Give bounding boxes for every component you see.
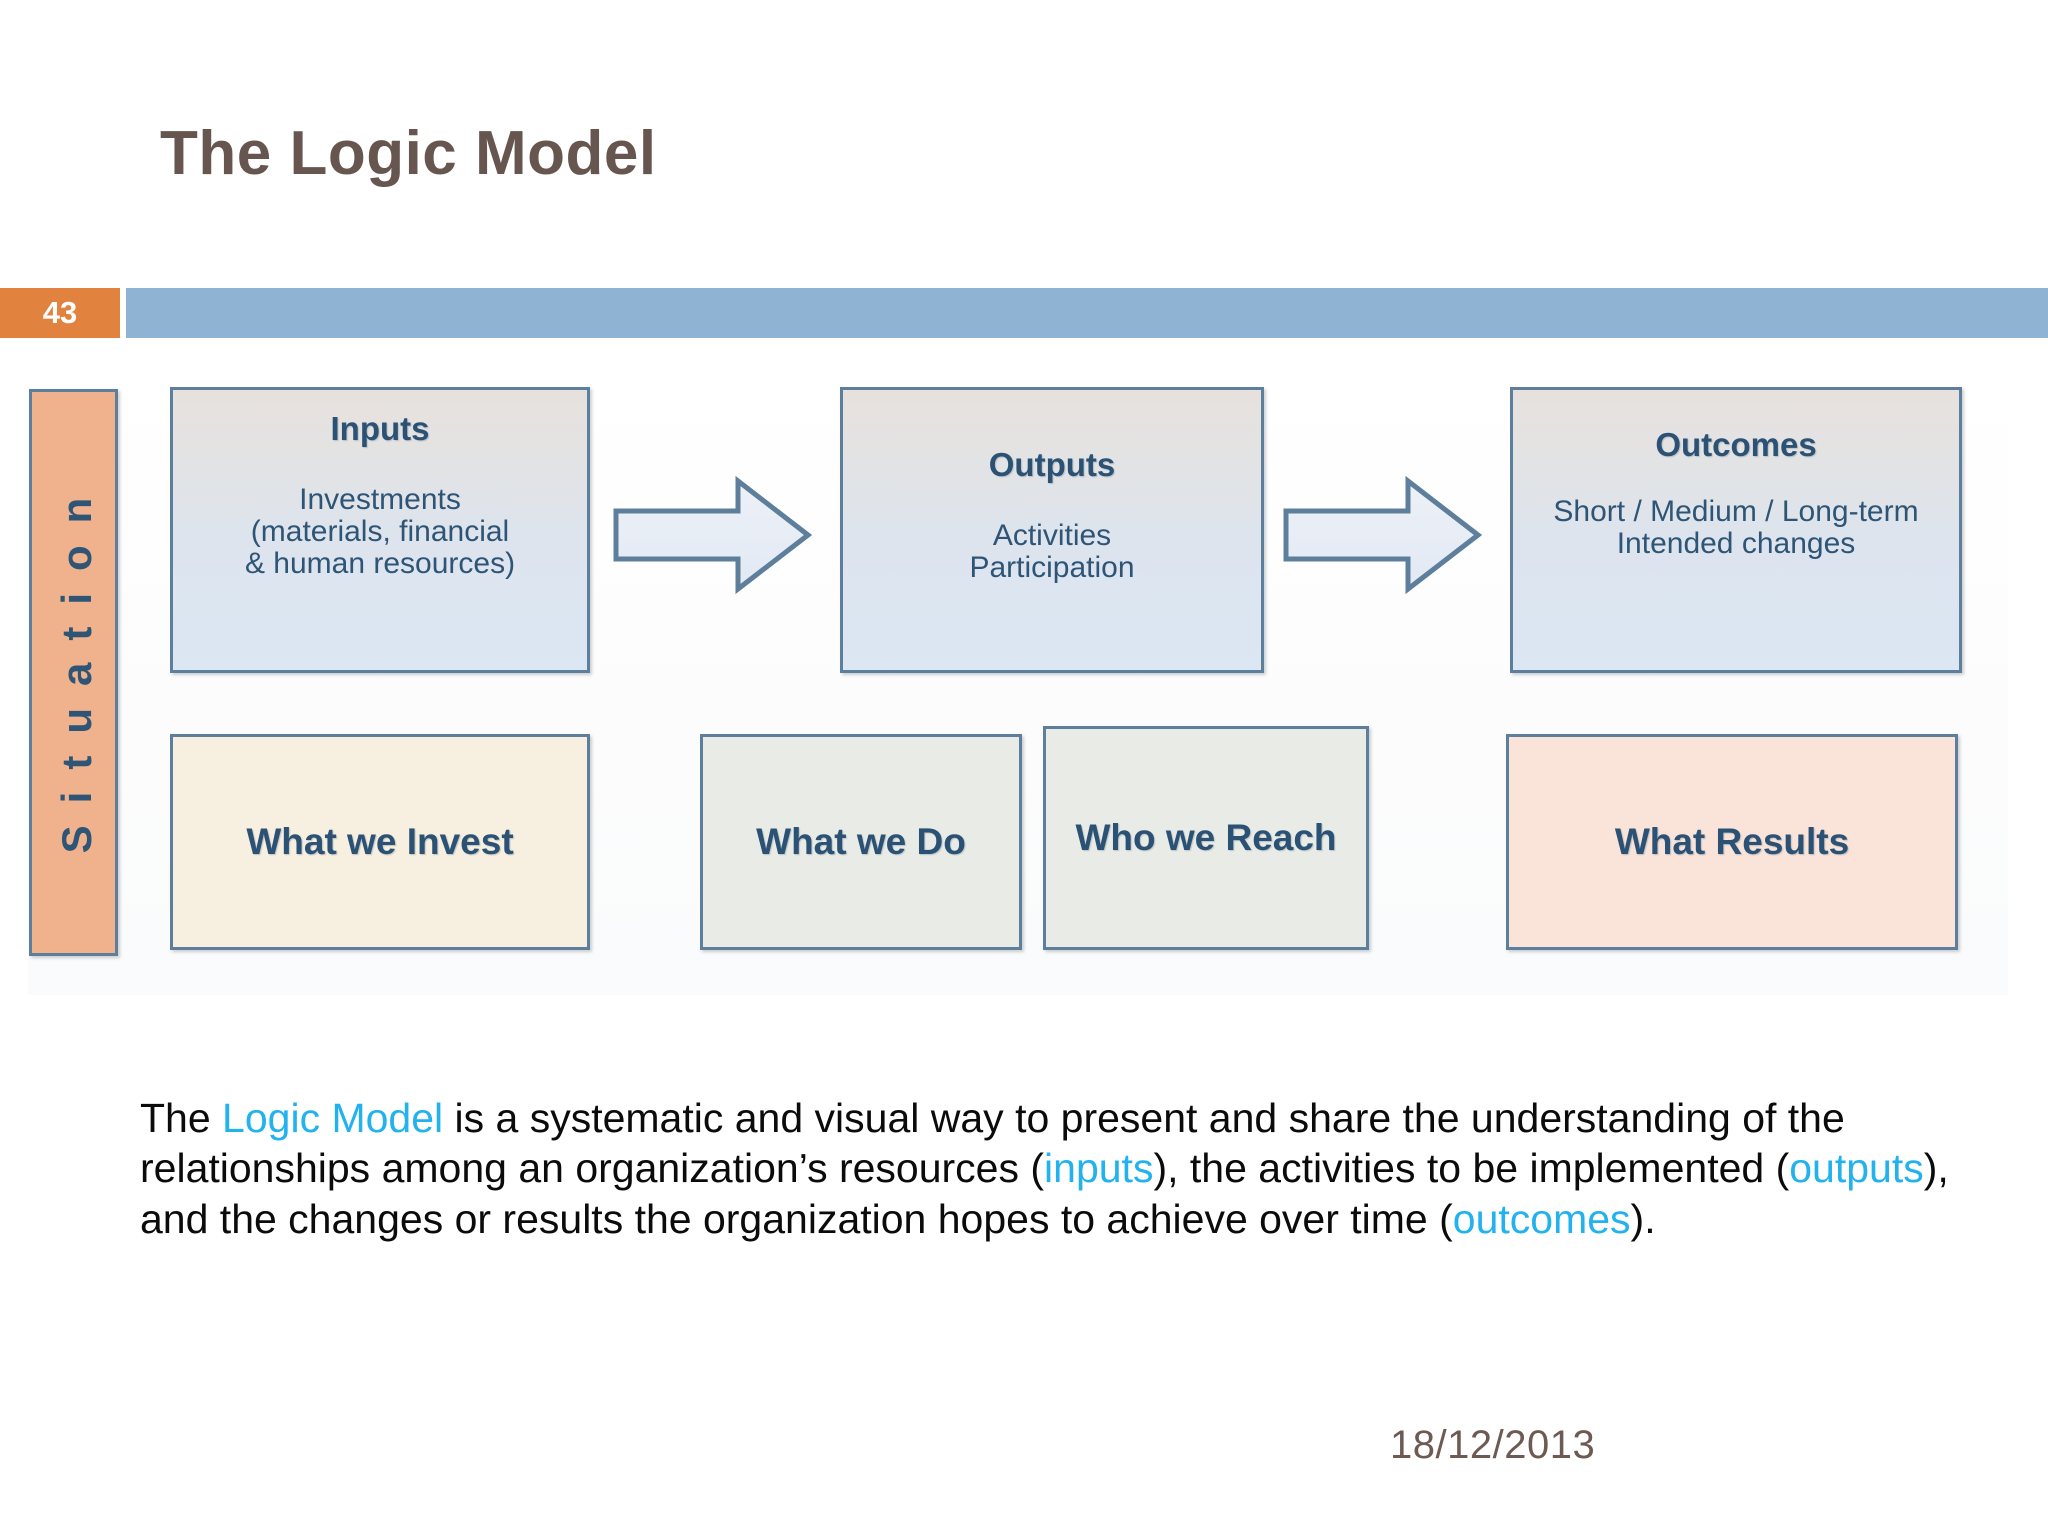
outcomes-box: Outcomes Short / Medium / Long-term Inte…	[1510, 387, 1962, 673]
arrow-right-icon	[612, 475, 813, 595]
what-we-do-label: What we Do	[756, 820, 966, 862]
term-logic-model: Logic Model	[222, 1095, 444, 1141]
paragraph-segment: ), and the changes or results the organi…	[140, 1145, 1949, 1242]
inputs-box: Inputs Investments (materials, financial…	[170, 387, 590, 673]
arrow-right-icon	[1282, 475, 1483, 595]
paragraph-segment: ), the activities to be implemented (	[1153, 1145, 1790, 1192]
outputs-box-subtitle: Activities Participation	[969, 519, 1135, 584]
what-we-invest-box: What we Invest	[170, 734, 590, 950]
slide-date: 18/12/2013	[1390, 1423, 1596, 1467]
what-results-label: What Results	[1614, 820, 1850, 862]
term-outcomes: outcomes	[1452, 1195, 1631, 1242]
paragraph-segment: is a systematic and visual way to presen…	[140, 1095, 1845, 1192]
what-we-do-box: What we Do	[700, 734, 1022, 950]
paragraph-segment: The	[140, 1095, 223, 1141]
outcomes-box-title: Outcomes	[1655, 426, 1817, 463]
outputs-box-title: Outputs	[988, 446, 1116, 483]
situation-column: Situation	[29, 389, 118, 956]
what-results-box: What Results	[1506, 734, 1958, 950]
inputs-box-title: Inputs	[330, 410, 430, 447]
who-we-reach-box: Who we Reach	[1043, 726, 1369, 950]
paragraph-segment: ).	[1630, 1195, 1656, 1242]
what-we-invest-label: What we Invest	[246, 820, 514, 862]
situation-column-label: Situation	[52, 475, 100, 854]
outputs-box: Outputs Activities Participation	[840, 387, 1264, 673]
header-accent-bar	[126, 288, 2048, 338]
term-outputs: outputs	[1789, 1145, 1924, 1192]
outcomes-box-subtitle: Short / Medium / Long-term Intended chan…	[1553, 495, 1919, 560]
logic-model-diagram: Situation Inputs Investments (materials,…	[0, 360, 2048, 1000]
page-title: The Logic Model	[160, 119, 657, 188]
who-we-reach-label: Who we Reach	[1075, 816, 1337, 858]
description-paragraph: The Logic Model is a systematic and visu…	[140, 1093, 1960, 1244]
inputs-box-subtitle: Investments (materials, financial & huma…	[244, 483, 516, 580]
term-inputs: inputs	[1044, 1145, 1154, 1192]
page-number-badge: 43	[0, 288, 120, 338]
